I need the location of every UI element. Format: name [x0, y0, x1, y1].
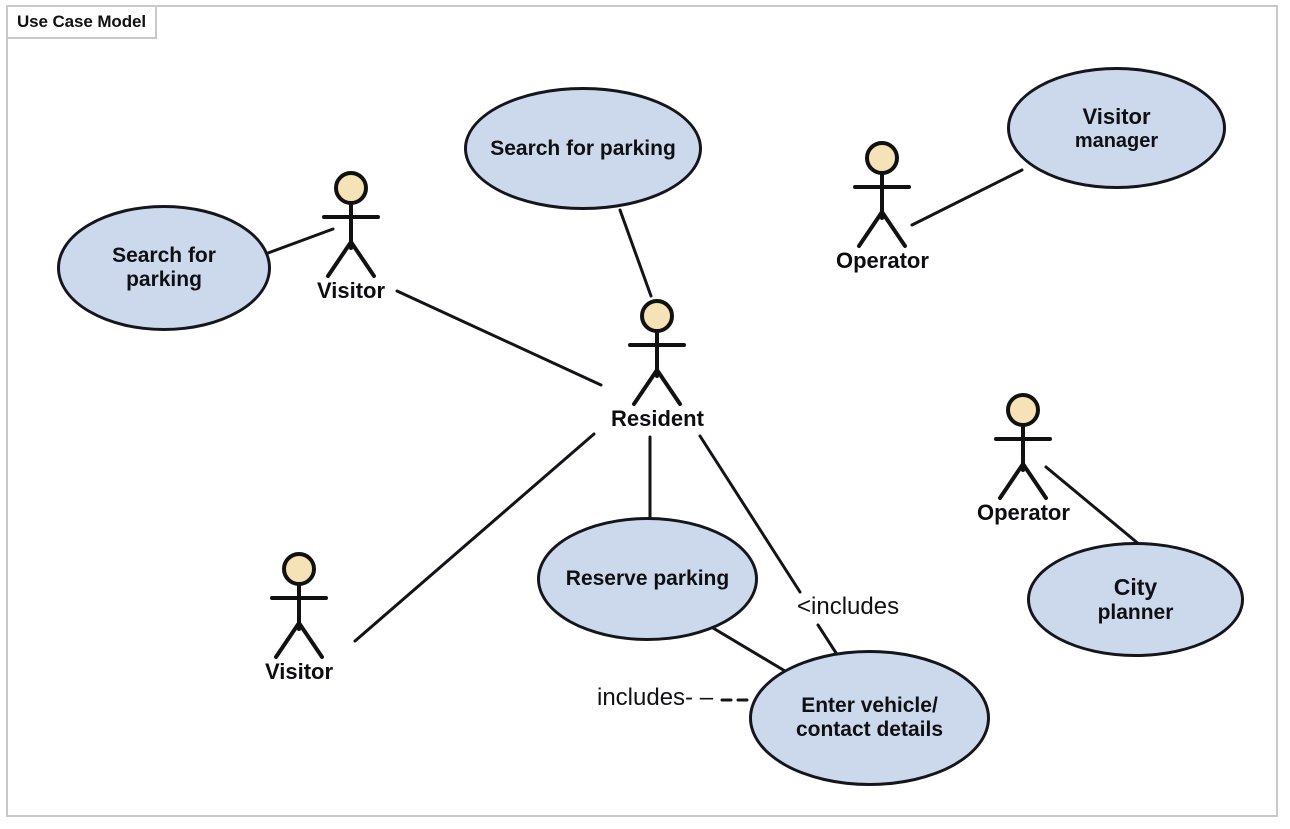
- actor-stick-figure-icon: [628, 299, 687, 406]
- actor-visitor-top[interactable]: Visitor: [310, 170, 392, 302]
- usecase-label-line1: Reserve parking: [565, 567, 730, 590]
- actor-stick-figure-icon: [270, 552, 328, 659]
- usecase-reserve-parking[interactable]: Reserve parking: [537, 517, 758, 641]
- actor-label: Operator: [977, 500, 1070, 525]
- label-includes-arrow: <includes: [797, 593, 900, 620]
- usecase-label-line2: planner: [1097, 601, 1174, 624]
- actor-operator-right[interactable]: Operator: [977, 392, 1070, 524]
- actor-stick-figure-icon: [994, 393, 1053, 500]
- label-includes-dashed: includes- –: [597, 684, 714, 711]
- actor-label: Operator: [836, 248, 929, 273]
- usecase-label-line2: manager: [1074, 129, 1159, 152]
- usecase-label-line2: parking: [126, 268, 202, 291]
- usecase-label-line1: Search for: [112, 244, 216, 267]
- usecase-visitor-manager[interactable]: Visitor manager: [1007, 67, 1226, 189]
- usecase-search-for-parking-center[interactable]: Search for parking: [464, 87, 702, 210]
- actor-label: Resident: [611, 406, 704, 431]
- actor-stick-figure-icon: [853, 141, 912, 248]
- actor-resident[interactable]: Resident: [611, 298, 704, 430]
- actor-operator-top[interactable]: Operator: [836, 140, 929, 272]
- usecase-label-line1: Search for parking: [490, 136, 676, 160]
- usecase-label-line1: City: [1113, 574, 1158, 600]
- actor-stick-figure-icon: [322, 171, 380, 278]
- usecase-search-for-parking-left[interactable]: Search for parking: [57, 205, 271, 331]
- actor-label: Visitor: [264, 659, 334, 684]
- usecase-enter-vehicle-contact-details[interactable]: Enter vehicle/ contact details: [749, 650, 990, 786]
- usecase-label-line2: contact details: [795, 718, 944, 741]
- actor-label: Visitor: [316, 278, 386, 303]
- usecase-label-line1: Enter vehicle/: [801, 694, 938, 717]
- diagram-frame-title: Use Case Model: [6, 5, 157, 39]
- usecase-city-planner[interactable]: City planner: [1027, 542, 1244, 657]
- usecase-label-line1: Visitor: [1082, 103, 1151, 129]
- actor-visitor-bottom[interactable]: Visitor: [258, 551, 340, 683]
